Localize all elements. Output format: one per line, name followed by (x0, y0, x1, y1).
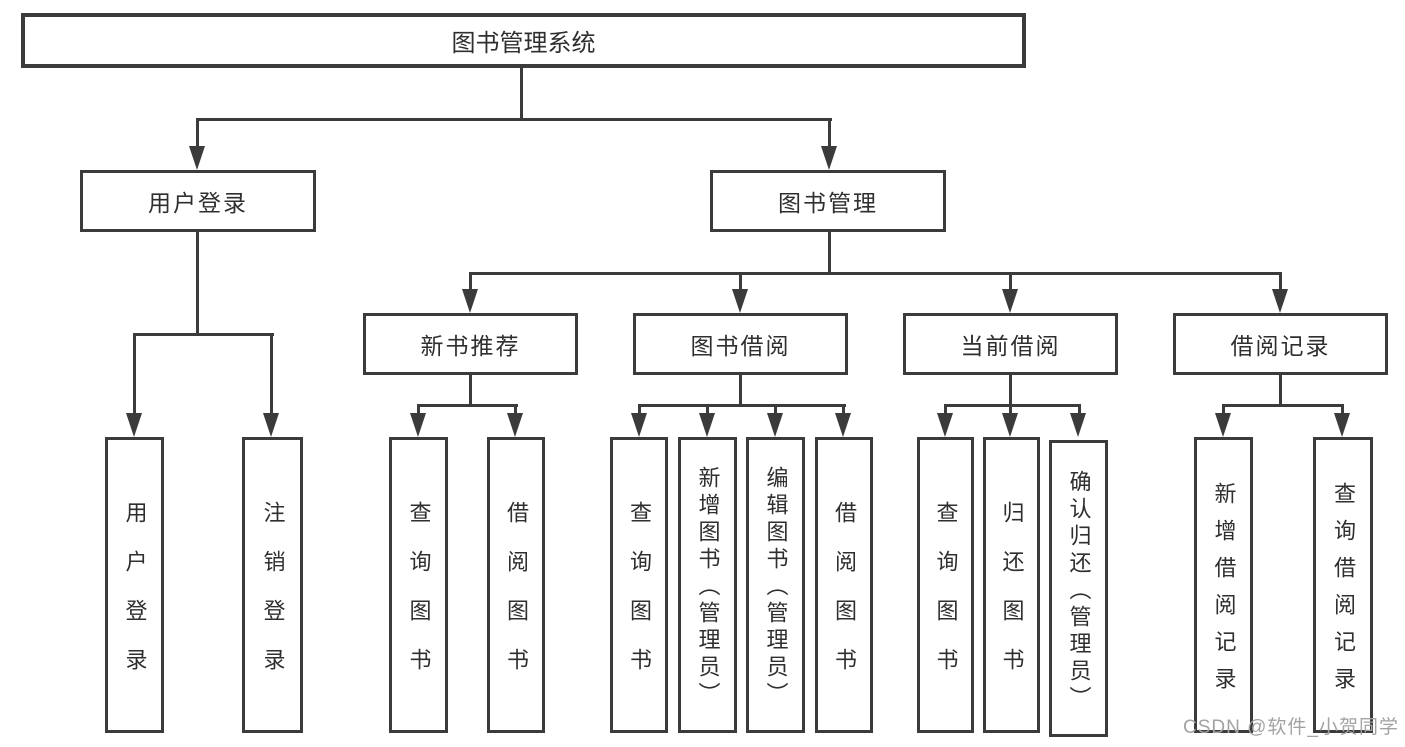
node-label: 图书管理 (778, 190, 878, 216)
connector-line (469, 375, 472, 407)
leaf-confirm-return-admin: 确认归还（管理员） (1049, 440, 1108, 737)
node-label: 图书管理系统 (451, 30, 596, 57)
arrow-down-icon (821, 146, 837, 170)
arrow-down-icon (732, 289, 748, 313)
arrow-down-icon (631, 413, 647, 437)
node-label: 查询图书 (933, 500, 959, 697)
connector-line (133, 333, 274, 336)
node-current-borrowing: 当前借阅 (903, 313, 1118, 375)
node-label: 当前借阅 (960, 333, 1061, 359)
connector-line (706, 404, 709, 417)
connector-line (944, 404, 1081, 407)
arrow-down-icon (1272, 289, 1288, 313)
arrow-down-icon (507, 413, 523, 437)
connector-line (196, 118, 199, 149)
node-label: 注销登录 (260, 500, 286, 697)
connector-line (828, 232, 831, 275)
connector-line (828, 118, 831, 149)
node-label: 新书推荐 (420, 333, 521, 359)
leaf-borrow-books-borrow: 借阅图书 (815, 437, 873, 733)
node-library-management-system: 图书管理系统 (21, 13, 1026, 68)
arrow-down-icon (1070, 413, 1086, 437)
connector-line (520, 68, 523, 121)
leaf-query-borrow-record: 查询借阅记录 (1313, 437, 1373, 733)
connector-line (1009, 375, 1012, 407)
connector-line (1341, 404, 1344, 417)
leaf-logout-login: 注销登录 (242, 437, 303, 733)
arrow-down-icon (1334, 413, 1350, 437)
node-label: 编辑图书（管理员） (763, 466, 789, 709)
arrow-down-icon (263, 413, 279, 437)
connector-line (1009, 272, 1012, 292)
connector-line (842, 404, 845, 417)
connector-line (270, 333, 273, 416)
node-borrowing-records: 借阅记录 (1173, 313, 1388, 375)
node-book-borrowing: 图书借阅 (633, 313, 848, 375)
arrow-down-icon (699, 413, 715, 437)
node-label: 查询借阅记录 (1331, 481, 1356, 704)
node-label: 确认归还（管理员） (1066, 469, 1092, 713)
node-label: 借阅图书 (832, 500, 857, 697)
connector-line (417, 404, 518, 407)
connector-line (469, 272, 472, 292)
connector-line (1222, 404, 1225, 417)
leaf-borrow-books-recommend: 借阅图书 (487, 437, 545, 733)
connector-line (944, 404, 947, 417)
arrow-down-icon (1215, 413, 1231, 437)
node-label: 图书借阅 (690, 333, 791, 359)
arrow-down-icon (767, 413, 783, 437)
connector-line (739, 375, 742, 407)
arrow-down-icon (189, 146, 205, 170)
leaf-query-books-recommend: 查询图书 (389, 437, 448, 733)
connector-line (774, 404, 777, 417)
node-new-book-recommend: 新书推荐 (363, 313, 578, 375)
node-label: 新增图书（管理员） (695, 466, 721, 709)
node-label: 用户登录 (148, 190, 248, 216)
arrow-down-icon (126, 413, 142, 437)
connector-line (739, 272, 742, 292)
leaf-add-book-admin: 新增图书（管理员） (678, 437, 737, 733)
connector-line (1222, 404, 1344, 407)
node-label: 新增借阅记录 (1211, 481, 1237, 704)
arrow-down-icon (410, 413, 426, 437)
arrow-down-icon (1002, 413, 1018, 437)
node-user-login: 用户登录 (80, 170, 316, 232)
arrow-down-icon (835, 413, 851, 437)
connector-line (514, 404, 517, 417)
node-label: 借阅图书 (504, 500, 529, 697)
arrow-down-icon (937, 413, 953, 437)
leaf-return-books: 归还图书 (983, 437, 1040, 733)
leaf-user-login: 用户登录 (105, 437, 164, 733)
connector-line (469, 272, 1282, 275)
connector-line (1009, 404, 1012, 417)
connector-line (1279, 272, 1282, 292)
connector-line (133, 333, 136, 416)
node-label: 借阅记录 (1230, 333, 1331, 359)
node-label: 查询图书 (406, 500, 432, 697)
node-book-management: 图书管理 (710, 170, 946, 232)
connector-line (638, 404, 641, 417)
arrow-down-icon (462, 289, 478, 313)
connector-line (417, 404, 420, 417)
node-label: 归还图书 (999, 500, 1025, 697)
watermark: CSDN @软件_小贺同学 (1183, 717, 1399, 738)
connector-line (638, 404, 846, 407)
node-label: 查询图书 (627, 500, 652, 697)
node-label: 用户登录 (122, 500, 148, 697)
arrow-down-icon (1002, 289, 1018, 313)
leaf-edit-book-admin: 编辑图书（管理员） (746, 437, 805, 733)
leaf-add-borrow-record: 新增借阅记录 (1194, 437, 1253, 733)
connector-line (1078, 404, 1081, 417)
connector-line (196, 232, 199, 336)
leaf-query-books-borrow: 查询图书 (610, 437, 668, 733)
connector-line (196, 118, 832, 121)
leaf-query-books-current: 查询图书 (917, 437, 974, 733)
connector-line (1279, 375, 1282, 407)
